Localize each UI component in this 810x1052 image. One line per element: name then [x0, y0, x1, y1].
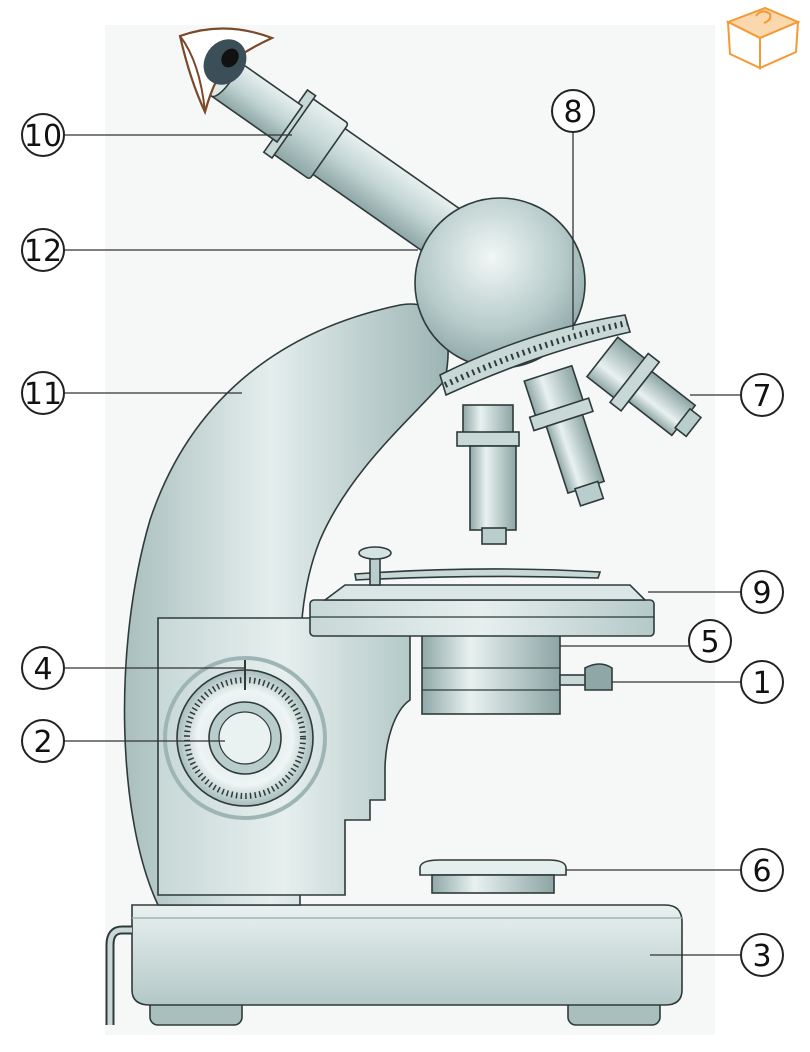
- callout-1: 1: [740, 660, 784, 704]
- condenser-screw-stem: [559, 674, 587, 686]
- base: [105, 904, 683, 1026]
- objective-lens-right: [585, 336, 703, 438]
- callout-6-label: 6: [752, 854, 771, 889]
- callout-2: 2: [21, 719, 65, 763]
- leader-lines: [62, 132, 740, 956]
- callout-8: 8: [551, 89, 595, 133]
- callout-3: 3: [740, 933, 784, 977]
- box-question-icon: [725, 6, 801, 70]
- stage-clip: [354, 568, 602, 581]
- stage: [309, 546, 655, 637]
- base-block: [131, 904, 683, 1006]
- callout-4: 4: [21, 646, 65, 690]
- revolving-nosepiece: [439, 314, 632, 397]
- callout-12-label: 12: [24, 234, 62, 269]
- eye-icon: [178, 27, 275, 116]
- callout-11: 11: [21, 371, 65, 415]
- condenser: [421, 631, 613, 715]
- callout-7-label: 7: [752, 379, 771, 414]
- callout-8-label: 8: [563, 95, 582, 130]
- focus-knob-assembly: [163, 656, 327, 820]
- callout-12: 12: [21, 228, 65, 272]
- callout-10-label: 10: [24, 119, 62, 154]
- condenser-screw-head: [584, 663, 613, 691]
- callout-9: 9: [740, 570, 784, 614]
- callout-5: 5: [688, 619, 732, 663]
- knob-outer-rim: [163, 656, 327, 820]
- callout-3-label: 3: [752, 939, 771, 974]
- callout-2-label: 2: [33, 725, 52, 760]
- objective-lens-center: [456, 404, 520, 545]
- objective-lens-middle: [523, 364, 606, 507]
- callout-1-label: 1: [752, 666, 771, 701]
- mirror-light-source: [419, 859, 567, 894]
- callout-7: 7: [740, 373, 784, 417]
- callout-4-label: 4: [33, 652, 52, 687]
- callout-9-label: 9: [752, 576, 771, 611]
- callout-5-label: 5: [700, 625, 719, 660]
- callout-6: 6: [740, 848, 784, 892]
- callout-10: 10: [21, 113, 65, 157]
- callout-11-label: 11: [24, 377, 62, 412]
